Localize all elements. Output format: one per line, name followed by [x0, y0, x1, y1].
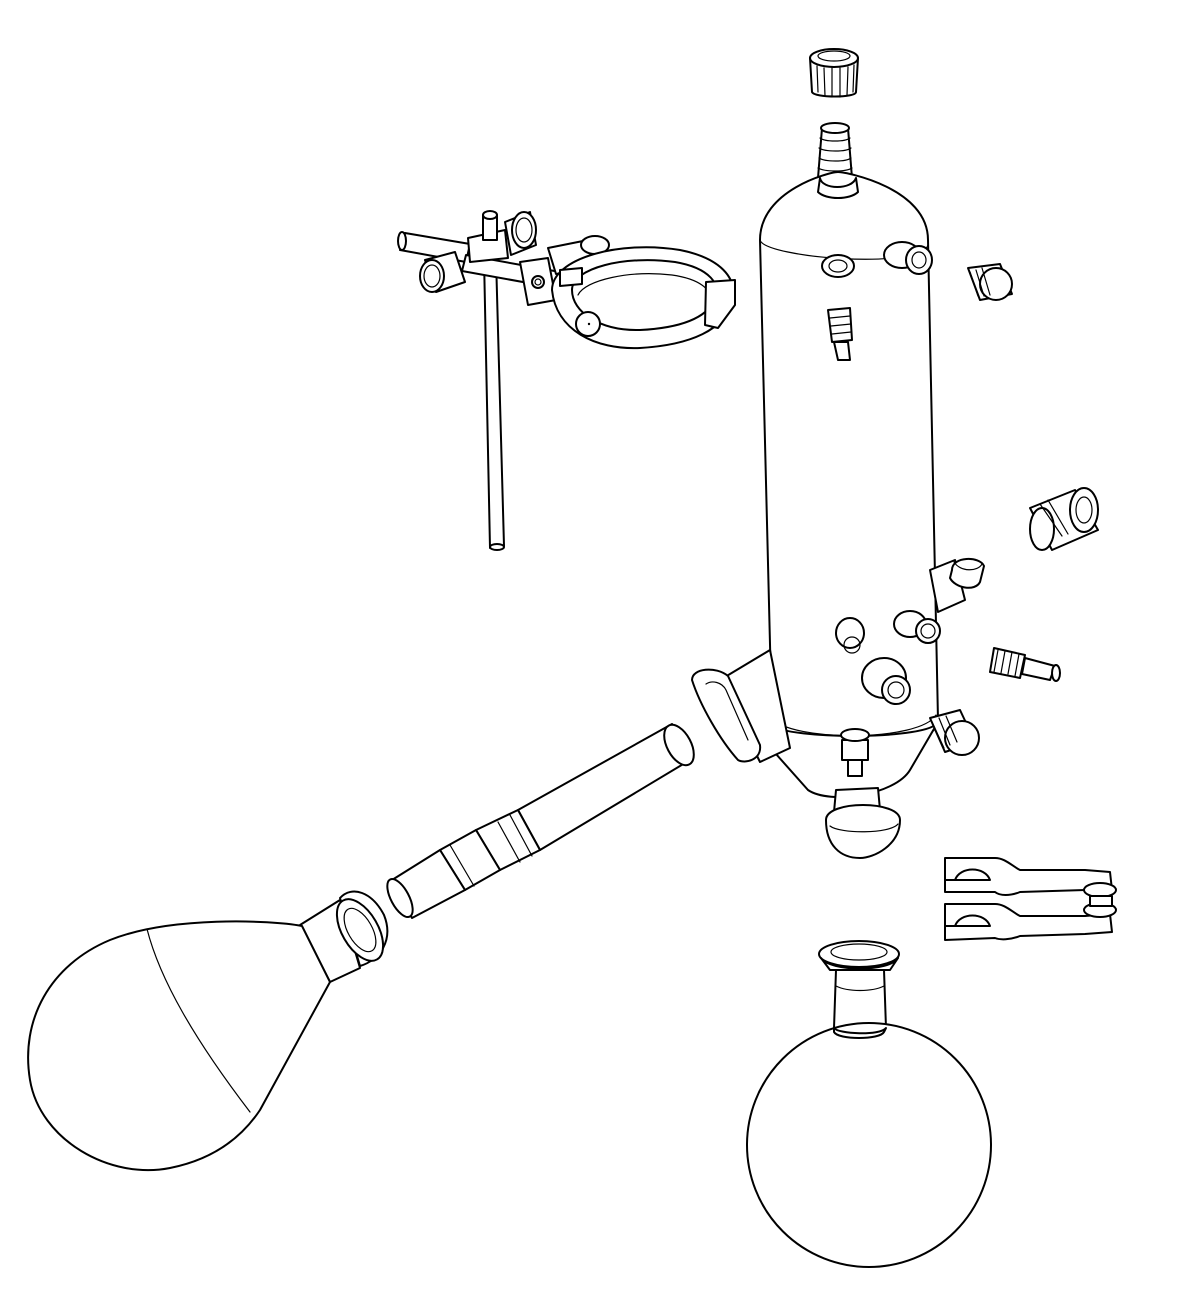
round-bottom-flask-icon — [746, 940, 992, 1268]
glass-tube-adapter-icon — [386, 723, 695, 919]
knurled-cap-icon — [929, 263, 1013, 756]
flanged-side-arm-icon — [691, 649, 791, 763]
screw-cap-icon — [809, 48, 859, 98]
coupling-sleeve-icon — [1029, 487, 1099, 551]
side-port-icon — [821, 241, 966, 705]
ring-clamp-icon — [519, 235, 736, 350]
pear-shaped-flask-icon — [27, 890, 389, 1172]
pinch-clamp-icon — [944, 857, 1117, 941]
hose-barb-icon — [827, 307, 1061, 777]
ball-joint-outlet-icon — [825, 787, 901, 859]
threaded-neck-icon — [817, 122, 853, 179]
